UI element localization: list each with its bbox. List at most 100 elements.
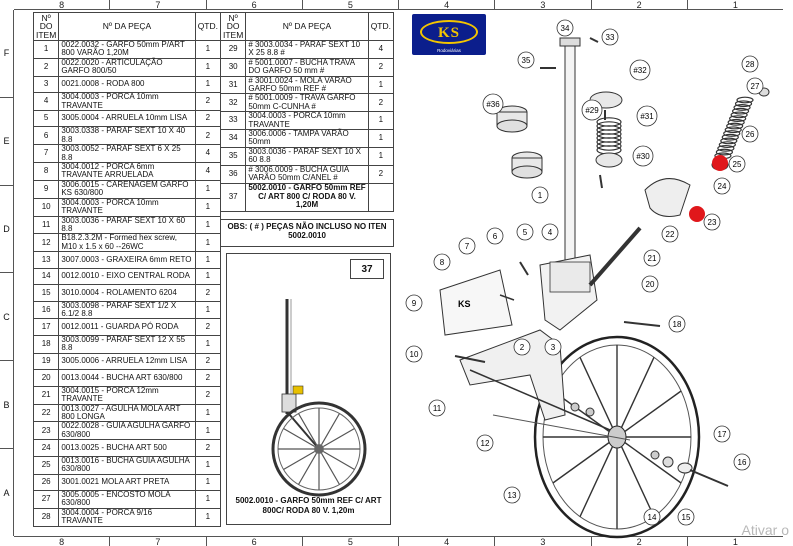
bom-part-description: # 3003.0034 - PARAF SEXT 10 X 25 8.8 # (245, 40, 369, 59)
callout-label: 9 (412, 299, 417, 308)
bom-part-description: 0013.0016 - BUCHA GUIA AGULHA 630/800 (58, 455, 196, 475)
obs-note: OBS: ( # ) PEÇAS NÃO INCLUSO NO ITEN 500… (220, 219, 394, 247)
callout-label: 24 (718, 182, 727, 191)
zone-label: 5 (301, 537, 398, 546)
logo-subtitle: Rodoviárias (437, 48, 461, 53)
zone-label: 6 (205, 537, 302, 546)
bom-part-description: 5002.0010 - GARFO 50mm REF C/ ART 800 C/… (245, 182, 369, 212)
bom-table-right: Nº DO ITEM Nº DA PEÇA QTD. 29# 3003.0034… (219, 12, 395, 212)
zone-label: 6 (205, 0, 302, 10)
bom-item-number: 8 (32, 162, 60, 181)
bom-quantity: 1 (367, 111, 395, 131)
callout-h31: #31 (636, 105, 658, 127)
callout-label: 26 (746, 130, 755, 139)
header-desc: Nº DA PEÇA (58, 12, 196, 41)
fork-arm (459, 329, 611, 431)
callout-label: 34 (561, 24, 570, 33)
callout-20: 20 (641, 275, 659, 293)
vertical-tube (559, 37, 581, 273)
zone-label: 2 (590, 0, 687, 10)
callout-28: 28 (741, 55, 759, 73)
bom-item-number: 4 (32, 92, 60, 111)
callout-34: 34 (556, 19, 574, 37)
zone-label: A (0, 448, 13, 536)
bom-part-description: 0022.0028 - GUIA AGULHA GARFO 630/800 (58, 421, 196, 441)
callout-label: #31 (640, 112, 654, 121)
fork-body (539, 226, 642, 331)
callout-h29: #29 (581, 99, 603, 121)
zone-label: 8 (59, 537, 65, 546)
zone-label: B (0, 360, 13, 448)
callout-label: 10 (410, 350, 419, 359)
bom-part-description: 3003.0036 - PARAF SEXT 10 X 60 8.8 (58, 215, 196, 235)
zone-label: 1 (686, 0, 783, 10)
callout-label: 13 (508, 491, 517, 500)
callout-9: 9 (405, 294, 423, 312)
ks-logo: KS Rodoviárias (412, 14, 486, 55)
zone-label: 3 (494, 537, 590, 546)
bom-item-number: 16 (32, 300, 60, 320)
bom-part-description: 0022.0032 - GARFO 50mm P/ART 800 VARÃO 1… (58, 40, 196, 59)
header-qty: QTD. (367, 12, 395, 41)
bom-part-description: 3006.0015 - CARENAGEM GARFO KS 630/800 (58, 179, 196, 199)
bom-row: 29# 3003.0034 - PARAF SEXT 10 X 25 8.8 #… (219, 40, 395, 59)
callout-label: #29 (585, 106, 599, 115)
bom-part-description: 3004.0003 - PORCA 10mm TRAVANTE (58, 92, 196, 111)
callout-17: 17 (713, 425, 731, 443)
callout-label: #30 (636, 152, 650, 161)
bom-quantity: 1 (367, 129, 395, 148)
bom-header: Nº DO ITEM Nº DA PEÇA QTD. (32, 12, 222, 41)
bom-quantity: 1 (194, 179, 222, 199)
callout-27: 27 (746, 77, 764, 95)
logo-ring: KS (420, 20, 478, 44)
bom-part-description: 3003.0052 - PARAF SEXT 6 X 25 8.8 (58, 144, 196, 164)
callout-label: 3 (551, 343, 556, 352)
callout-label: 18 (673, 320, 682, 329)
callout-21: 21 (643, 249, 661, 267)
callout-label: 35 (522, 56, 531, 65)
callout-h30: #30 (632, 145, 654, 167)
zone-label: 4 (398, 537, 494, 546)
bom-item-number: 34 (219, 129, 247, 148)
bom-quantity: 1 (194, 40, 222, 59)
bom-item-number: 18 (32, 334, 60, 354)
callout-label: 25 (733, 160, 742, 169)
bom-item-number: 29 (219, 40, 247, 59)
logo-text: KS (437, 25, 460, 41)
bom-item-number: 14 (32, 267, 60, 286)
callout-label: 8 (440, 258, 445, 267)
bom-part-description: 3004.0012 - PORCA 6mm TRAVANTE ARRUELADA (58, 162, 196, 181)
zone-label: D (0, 184, 13, 273)
callout-15: 15 (677, 508, 695, 526)
callout-26: 26 (741, 125, 759, 143)
zone-label: F (3, 48, 10, 59)
callout-5: 5 (516, 223, 534, 241)
bom-quantity: 1 (194, 334, 222, 354)
bom-item-number: 33 (219, 111, 247, 131)
highlight-marker-23 (689, 206, 705, 222)
bom-item-number: 1 (32, 40, 60, 59)
zone-label: 1 (686, 537, 783, 546)
callout-label: 22 (666, 230, 675, 239)
bom-row: 36# 3006.0009 - BUCHA GUIA VARÃO 50mm C/… (219, 164, 395, 184)
svg-text:KS: KS (458, 299, 471, 309)
bom-item-number: 25 (32, 455, 60, 475)
bom-quantity: 1 (194, 507, 222, 527)
bom-item-number: 35 (219, 146, 247, 166)
callout-label: 4 (548, 228, 553, 237)
bom-item-number: 7 (32, 144, 60, 164)
